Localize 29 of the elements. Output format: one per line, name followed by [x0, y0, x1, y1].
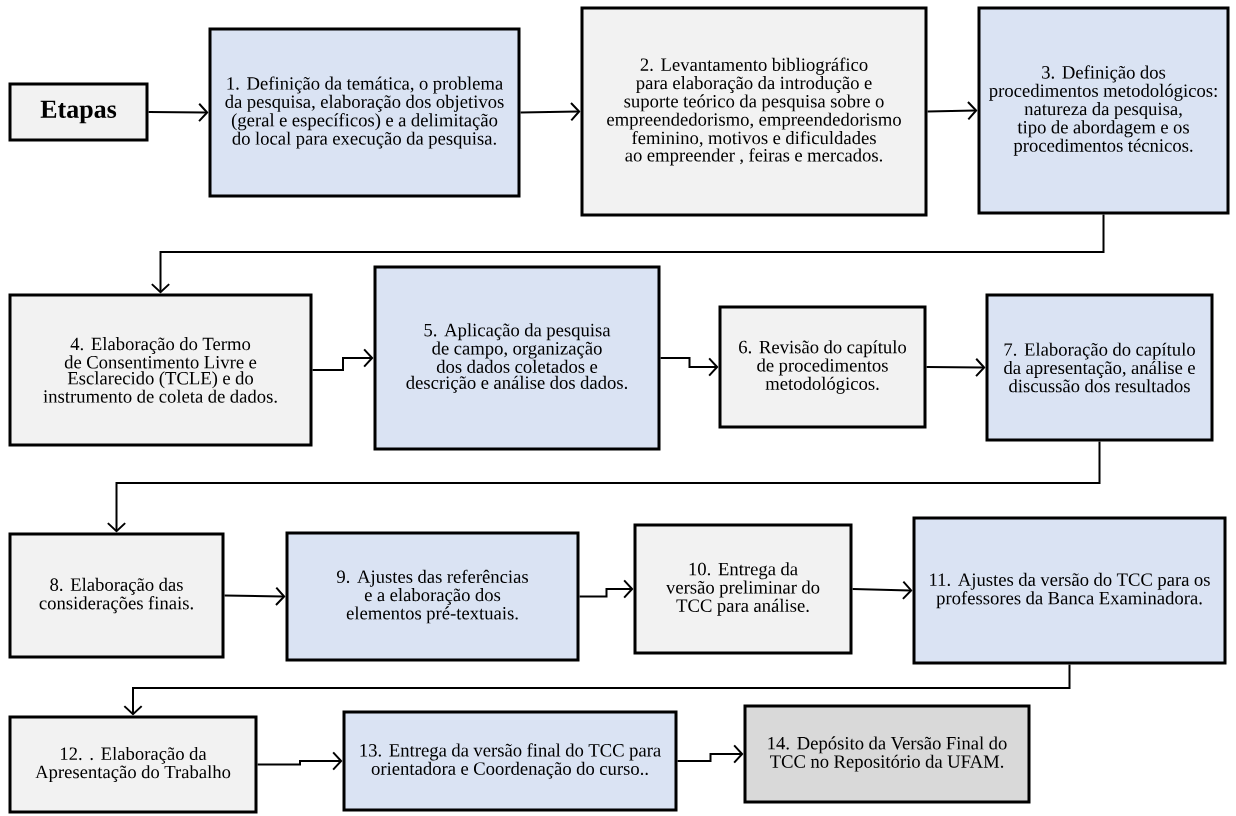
arrow: [106, 440, 1101, 533]
arrow: [311, 348, 374, 371]
arrow: [659, 357, 719, 377]
step-box: 12. . Elaboração da Apresentação do Trabalho: [8, 715, 258, 814]
arrow: [519, 102, 581, 122]
step-box: 9. Ajustes das referências e a elaboração dos elementos pré-textuais.: [285, 531, 580, 662]
step-box: 14. Depósito da Versão Final do TCC no Repositório da UFAM.: [743, 704, 1031, 804]
step-box: 3. Definição dos procedimentos metodológicos: natureza da pesquisa, tipo de abordagem e os procedimentos técnicos.: [977, 6, 1230, 215]
step-box: 8. Elaboração das considerações finais.: [8, 532, 225, 659]
arrow: [123, 663, 1071, 716]
step-box: 5. Aplicação da pesquisa de campo, organização dos dados coletados e descrição e análise dos dados.: [373, 265, 661, 451]
step-box: 2. Levantamento bibliográfico para elaboração da introdução e suporte teórico da pesquisa sobre o empreendedorismo, empreendedorismo feminino, motivos e dificuldades ao empreender , feiras e mercados.: [580, 6, 928, 217]
step-box: 11. Ajustes da versão do TCC para os professores da Banca Examinadora.: [912, 516, 1227, 665]
arrow: [676, 744, 744, 764]
step-box: 4. Elaboração do Termo de Consentimento Livre e Esclarecido (TCLE) e do instrumento de coleta de dados.: [8, 293, 313, 447]
step-box: 13. Entrega da versão final do TCC para orientadora e Coordenação do curso..: [342, 710, 678, 812]
step-box: 6. Revisão do capítulo de procedimentos metodológicos.: [718, 305, 927, 429]
arrow: [925, 357, 986, 378]
arrow: [578, 579, 634, 599]
arrow: [223, 586, 286, 606]
arrow: [256, 751, 343, 771]
arrow: [926, 101, 978, 121]
step-box: 1. Definição da temática, o problema da pesquisa, elaboração dos objetivos (geral e específicos) e a delimitação do local para execução da pesquisa.: [208, 27, 521, 198]
title-box: Etapas: [8, 82, 149, 142]
arrow: [851, 580, 913, 600]
step-box: 7. Elaboração do capítulo da apresentação, análise e discussão dos resultados: [985, 293, 1214, 442]
arrow: [147, 102, 209, 123]
step-box: 10. Entrega da versão preliminar do TCC para análise.: [633, 523, 853, 655]
arrow: [150, 213, 1105, 294]
